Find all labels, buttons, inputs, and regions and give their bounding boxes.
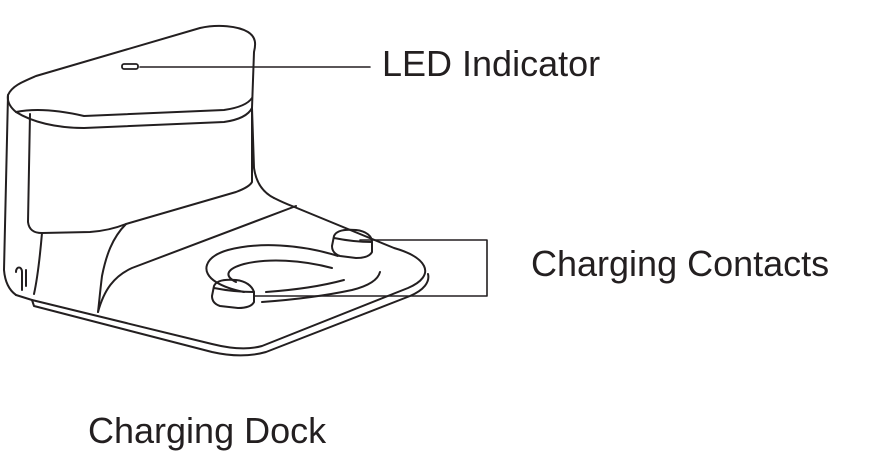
dock-contact-recess bbox=[205, 244, 339, 293]
led-indicator-label: LED Indicator bbox=[382, 43, 601, 84]
charging-contact-lower-top bbox=[213, 287, 255, 293]
dock-contact-recess-inner bbox=[227, 259, 333, 283]
dock-base-inner-ramp bbox=[97, 223, 127, 313]
dock-base-edge bbox=[31, 273, 430, 357]
dock-base-ramp bbox=[97, 205, 297, 313]
dock-left-side bbox=[3, 94, 17, 296]
dock-base-plate bbox=[15, 197, 427, 350]
dock-top-lid bbox=[6, 24, 257, 129]
dock-base-left-line bbox=[33, 232, 43, 295]
dock-contact-channel-inner bbox=[265, 279, 345, 293]
led-indicator-slot bbox=[121, 63, 139, 70]
dock-notch bbox=[15, 266, 23, 291]
dock-contact-channel bbox=[261, 271, 381, 303]
dock-right-edge bbox=[251, 107, 275, 199]
charging-contacts-label: Charging Contacts bbox=[531, 243, 830, 284]
charging-contact-upper bbox=[331, 228, 373, 259]
dock-lid-rim bbox=[15, 97, 253, 117]
contacts-leader-bracket bbox=[253, 239, 488, 297]
figure-caption: Charging Dock bbox=[88, 410, 327, 451]
dock-front-panel bbox=[27, 107, 253, 234]
charging-contact-upper-top bbox=[333, 237, 373, 243]
charging-contact-lower bbox=[211, 278, 255, 309]
